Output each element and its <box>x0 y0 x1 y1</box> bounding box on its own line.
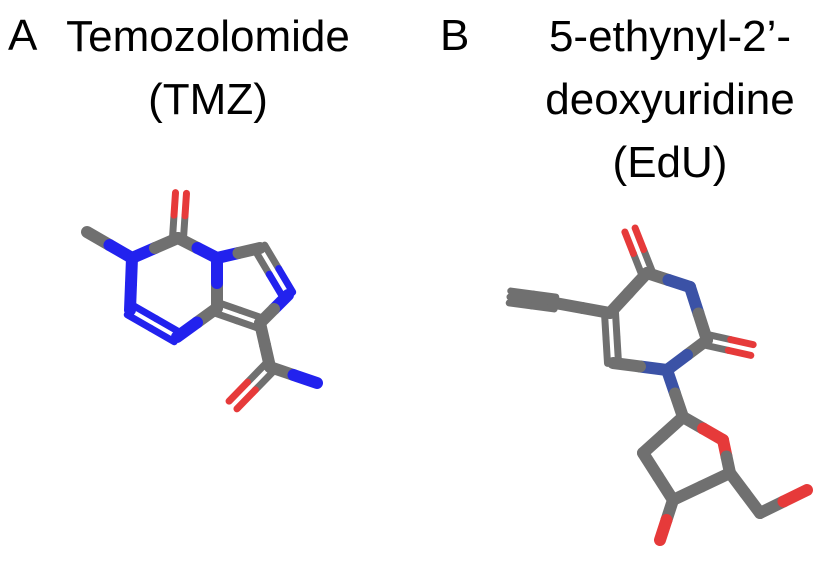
bond-segment <box>244 359 270 386</box>
edu-title-line-2: deoxyuridine <box>545 75 795 124</box>
bond-segment <box>233 386 259 413</box>
bond-segment <box>169 211 178 242</box>
bond-segment <box>611 309 621 342</box>
bond-segment <box>657 411 689 441</box>
bond-segment <box>147 324 178 346</box>
bond-segment <box>261 241 283 273</box>
tmz-title-line-1: Temozolomide <box>66 12 350 61</box>
bond-segment <box>613 334 622 367</box>
bond-segment <box>528 302 558 313</box>
bond-segment <box>601 309 610 342</box>
bond-segment <box>275 265 297 296</box>
tmz-molecule <box>81 189 323 413</box>
bond-segment <box>152 315 184 336</box>
bond-segment <box>125 252 138 290</box>
bond-segment <box>602 334 612 367</box>
bond-segment <box>704 331 735 344</box>
bond-segment <box>236 306 266 322</box>
bond-segment <box>287 369 323 389</box>
bond-segment <box>181 189 190 220</box>
bond-segment <box>702 341 732 354</box>
bond-segment <box>251 247 273 278</box>
edu-title: 5-ethynyl-2’- deoxyuridine (EdU) <box>510 5 828 194</box>
bond-segment <box>640 245 656 275</box>
bond-segment <box>225 378 252 405</box>
bond-segment <box>211 309 241 325</box>
bond-segment <box>129 301 160 323</box>
bond-segment <box>727 336 757 349</box>
bond-segment <box>123 311 155 332</box>
bond-segment <box>529 290 560 301</box>
bond-segment <box>629 250 646 279</box>
bond-segment <box>777 484 813 508</box>
bond-segment <box>505 299 536 310</box>
bond-segment <box>507 287 537 298</box>
panel-letter-a: A <box>8 11 38 60</box>
edu-title-line-3: (EdU) <box>612 138 728 187</box>
bond-segment <box>506 293 536 304</box>
bond-segment <box>170 189 180 219</box>
bond-segment <box>631 224 648 253</box>
edu-title-line-1: 5-ethynyl-2’- <box>548 12 792 61</box>
tmz-title: Temozolomide (TMZ) <box>58 5 358 131</box>
bond-segment <box>724 346 755 359</box>
tmz-title-line-2: (TMZ) <box>148 75 268 124</box>
bond-segment <box>654 514 673 546</box>
bond-segment <box>621 228 637 258</box>
bond-segment <box>233 317 262 332</box>
bond-segment <box>251 367 278 394</box>
edu-molecule <box>505 224 813 546</box>
panel-letter-b: B <box>440 11 470 60</box>
